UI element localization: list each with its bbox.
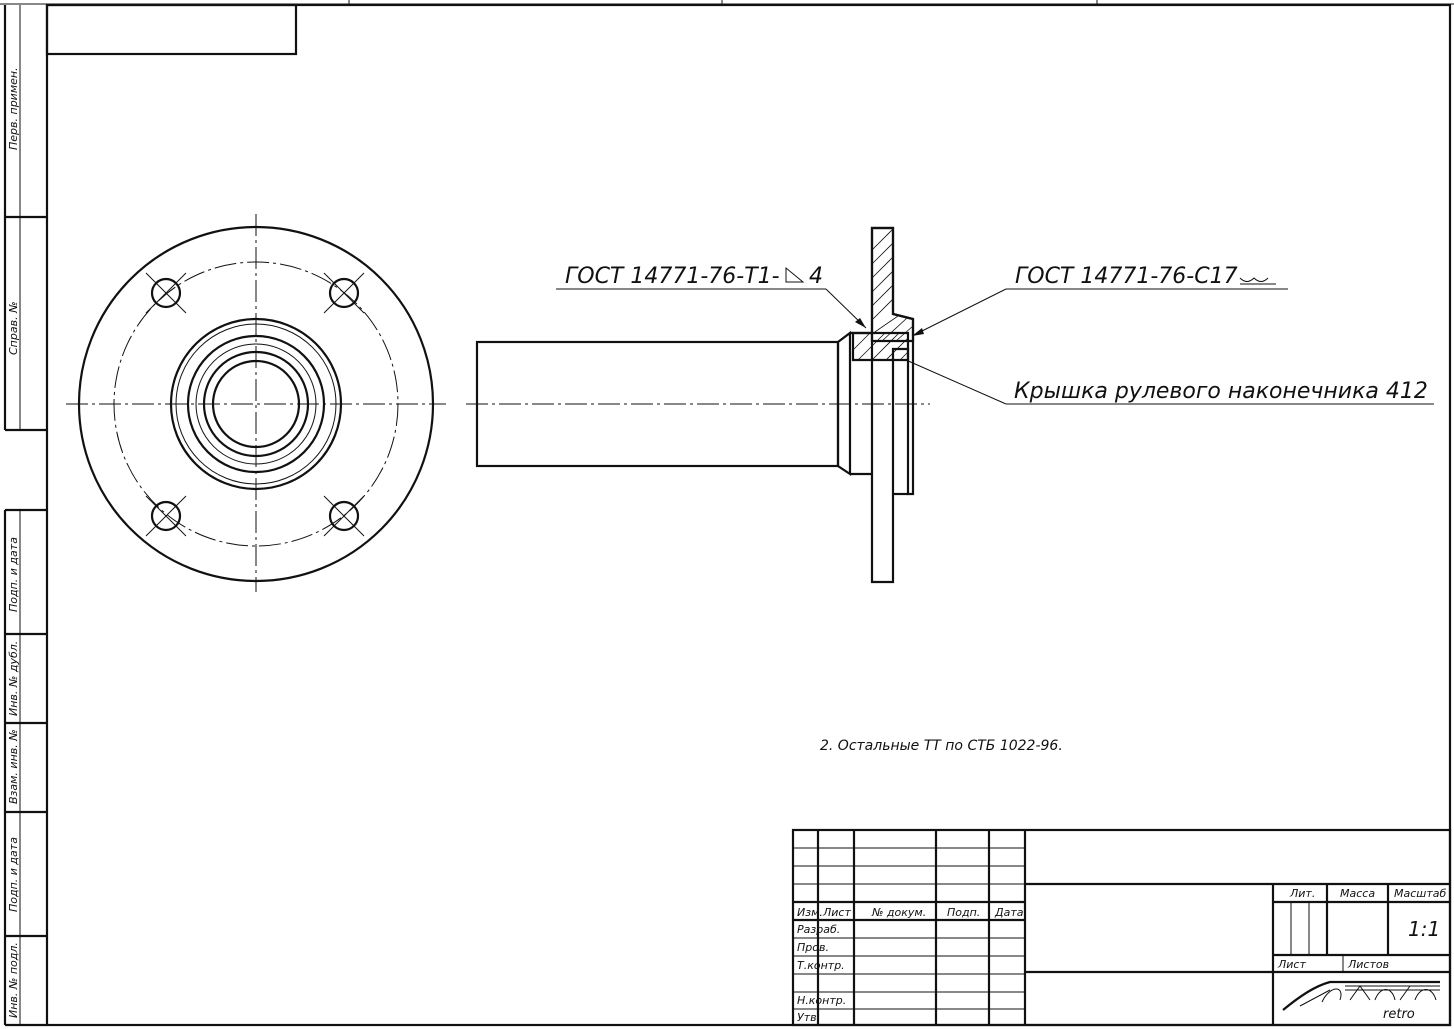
stamp-podp-data-1: Подп. и дата — [7, 537, 20, 612]
weld-fillet-symbol — [785, 266, 805, 283]
title-block: Изм. Лист № докум. Подп. Дата Разраб. Пр… — [791, 828, 1452, 1027]
label-sheet: Лист — [1277, 958, 1306, 971]
role-razrab: Разраб. — [797, 923, 840, 936]
company-logo: retro — [1282, 980, 1440, 1022]
label-masshtab: Масштаб — [1394, 887, 1446, 900]
stamp-inv-dubl: Инв. № дубл. — [7, 641, 20, 716]
part-name-label: Крышка рулевого наконечника 412 — [1014, 379, 1428, 404]
role-nkontr: Н.контр. — [797, 994, 846, 1007]
bolt-hole — [323, 272, 365, 314]
technical-note: 2. Остальные ТТ по СТБ 1022-96. — [820, 738, 1063, 754]
stamp-inv-podl: Инв. № подл. — [7, 942, 20, 1018]
scale-value: 1:1 — [1408, 917, 1440, 941]
header-izm: Изм. — [797, 906, 823, 919]
label-lit: Лит. — [1289, 887, 1315, 900]
role-tkontr: Т.контр. — [797, 959, 845, 972]
side-view-assembly — [466, 226, 930, 584]
logo-text: retro — [1383, 1007, 1415, 1022]
frame-ticks — [348, 0, 1098, 4]
weld-callout-left-size: 4 — [809, 264, 823, 289]
front-view-flange — [66, 214, 446, 592]
sheet-frame — [0, 3, 1454, 1027]
role-prov: Пров. — [797, 941, 829, 954]
flange-outer-circle — [77, 225, 435, 583]
label-sheets: Листов — [1347, 958, 1389, 971]
bolt-hole — [323, 495, 365, 537]
header-doc-no: № докум. — [871, 906, 926, 919]
top-left-stamp-box — [45, 3, 298, 56]
annotations: ГОСТ 14771-76-Т1- 4 ГОСТ 14771-76-С17 Кр… — [556, 264, 1434, 754]
side-stamp: Перв. примен. Справ. № Подп. и дата Инв.… — [3, 5, 47, 1027]
header-podp: Подп. — [947, 906, 980, 919]
hatched-section — [851, 226, 915, 362]
stamp-perv-primen: Перв. примен. — [7, 67, 20, 150]
weld-butt-symbol — [1239, 277, 1276, 285]
bolt-hole — [145, 495, 187, 537]
weld-callout-right: ГОСТ 14771-76-С17 — [1015, 264, 1238, 289]
weld-callout-left: ГОСТ 14771-76-Т1- — [565, 264, 780, 289]
header-list: Лист — [822, 906, 851, 919]
stamp-podp-data-2: Подп. и дата — [7, 837, 20, 912]
header-data: Дата — [994, 906, 1024, 919]
stamp-sprav-no: Справ. № — [7, 301, 20, 355]
stamp-vzam-inv: Взам. инв. № — [7, 729, 20, 804]
bolt-hole — [145, 272, 187, 314]
label-massa: Масса — [1340, 887, 1375, 900]
role-utv: Утв. — [797, 1011, 820, 1024]
